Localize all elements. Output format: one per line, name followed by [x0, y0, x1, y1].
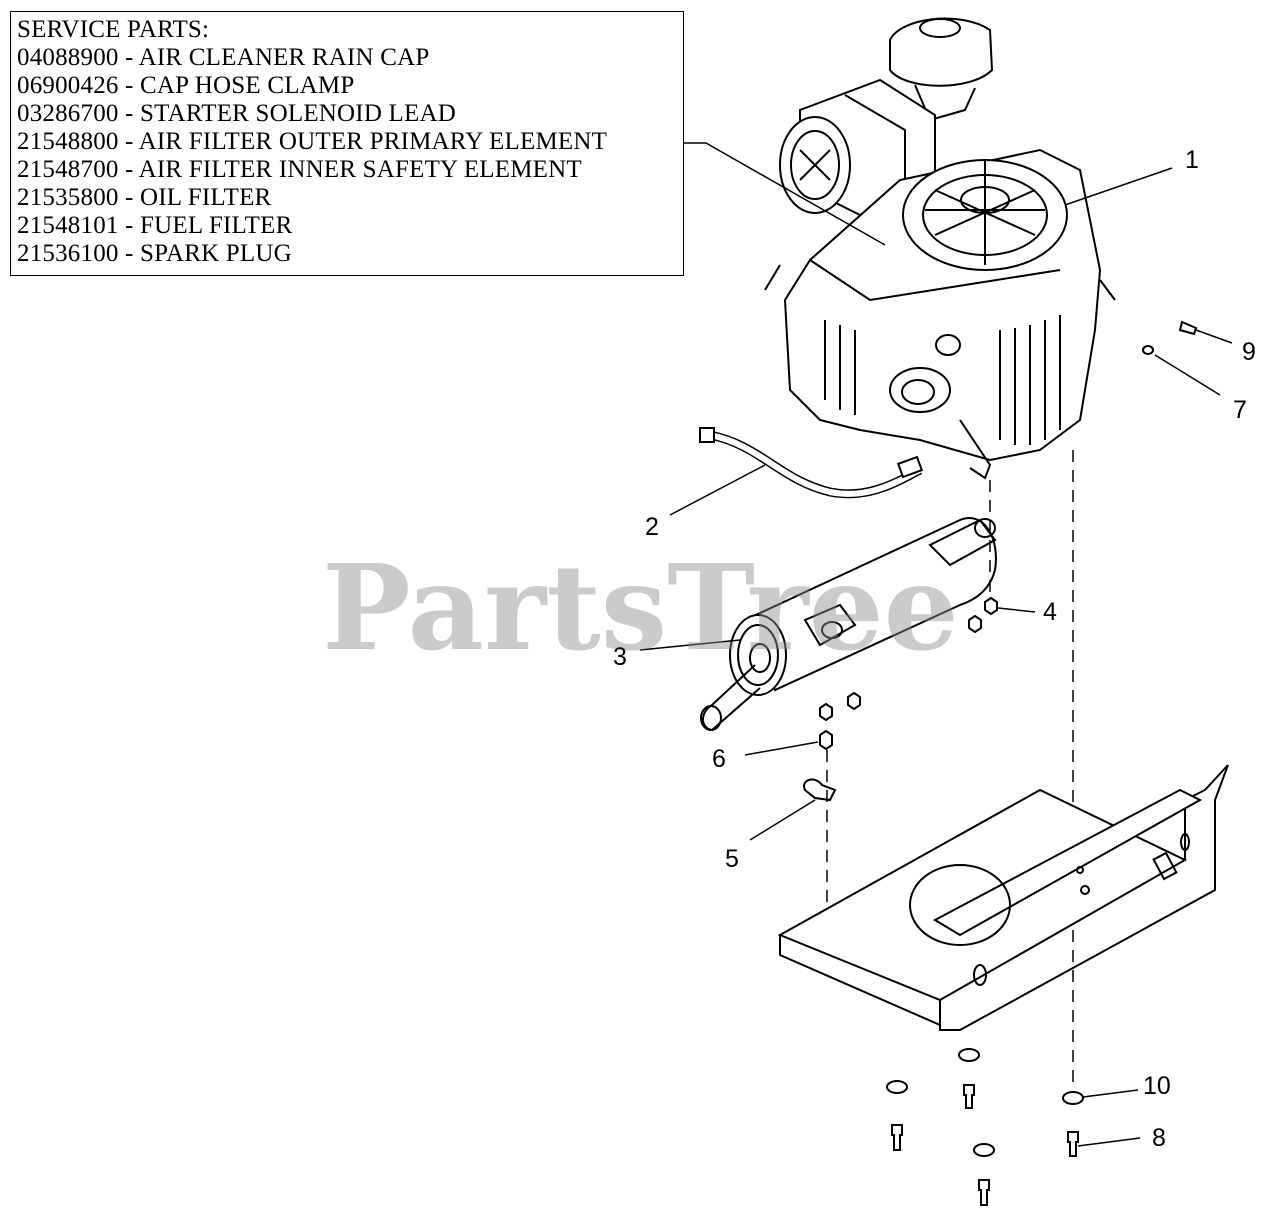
- callout-8: 8: [1152, 1124, 1166, 1152]
- service-parts-heading: SERVICE PARTS:: [17, 16, 210, 43]
- muffler-icon: [700, 517, 997, 732]
- service-part-item: 21536100 - SPARK PLUG: [17, 240, 292, 267]
- service-part-item: 21548800 - AIR FILTER OUTER PRIMARY ELEM…: [17, 128, 608, 155]
- service-part-item: 21548700 - AIR FILTER INNER SAFETY ELEME…: [17, 156, 582, 183]
- callout-3: 3: [613, 643, 627, 671]
- service-part-item: 04088900 - AIR CLEANER RAIN CAP: [17, 44, 430, 71]
- service-part-item: 21548101 - FUEL FILTER: [17, 212, 293, 239]
- engine-icon: [764, 17, 1116, 480]
- service-part-item: 21535800 - OIL FILTER: [17, 184, 272, 211]
- clamp-icon: [803, 778, 837, 802]
- callout-10: 10: [1143, 1072, 1171, 1100]
- nut-icon: [819, 596, 998, 751]
- bolt-icon: [886, 1048, 1084, 1206]
- fuel-line-icon: [699, 427, 924, 499]
- service-part-item: 03286700 - STARTER SOLENOID LEAD: [17, 100, 456, 127]
- callout-2: 2: [645, 513, 659, 541]
- callout-6: 6: [712, 745, 726, 773]
- watermark-text: PartsTree: [322, 538, 959, 677]
- service-part-item: 06900426 - CAP HOSE CLAMP: [17, 72, 355, 99]
- callout-5: 5: [725, 845, 739, 873]
- service-parts-box: SERVICE PARTS: 04088900 - AIR CLEANER RA…: [10, 11, 684, 276]
- callout-7: 7: [1233, 396, 1247, 424]
- callout-9: 9: [1242, 338, 1256, 366]
- callout-4: 4: [1043, 598, 1057, 626]
- engine-deck-icon: [777, 764, 1229, 1031]
- callout-1: 1: [1185, 146, 1199, 174]
